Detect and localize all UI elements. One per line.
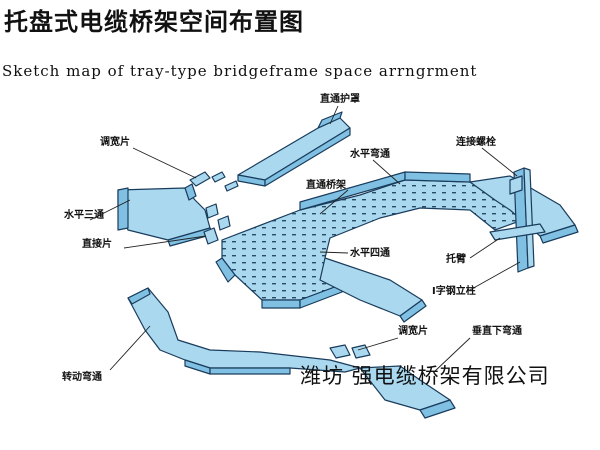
- label-straight-cover: 直通护罩: [320, 92, 360, 105]
- label-adjust-plate-bottom: 调宽片: [398, 324, 428, 337]
- label-straight-plate: 直接片: [82, 237, 112, 250]
- title-en: Sketch map of tray-type bridgeframe spac…: [2, 62, 478, 80]
- label-horizontal-elbow: 水平弯通: [349, 147, 390, 160]
- title-cn: 托盘式电缆桥架空间布置图: [4, 8, 304, 36]
- label-i-steel-column: I字钢立柱: [432, 284, 476, 297]
- adjust-plate-pieces: [189, 171, 239, 192]
- cross-branch-shape: [319, 257, 427, 323]
- vertical-down-elbow-shape: [359, 365, 456, 419]
- component-labels: 直通护罩 调宽片 水平弯通 连接螺栓 水平三通 直通桥架 直接片 水平四通 托臂…: [62, 92, 522, 383]
- label-bracket-arm: 托臂: [446, 252, 466, 265]
- leader-lines: [89, 105, 521, 373]
- label-vertical-down-elbow: 垂直下弯通: [472, 324, 522, 337]
- bottom-tray-shape: [127, 287, 371, 375]
- horizontal-tee-shape: [117, 183, 231, 247]
- label-adjust-plate-top: 调宽片: [100, 135, 130, 148]
- column-bracket-shape: [489, 167, 546, 273]
- company-watermark: 潍坊 强电缆桥架有限公司: [300, 364, 550, 388]
- label-rotating-elbow: 转动弯通: [62, 370, 102, 383]
- main-tray-cross-shape: [215, 171, 529, 309]
- label-horizontal-tee: 水平三通: [63, 208, 104, 221]
- label-connect-bolt: 连接螺栓: [456, 135, 496, 148]
- straight-cover-shape: [237, 111, 351, 187]
- label-horizontal-cross: 水平四通: [349, 246, 390, 259]
- label-straight-tray: 直通桥架: [306, 178, 346, 191]
